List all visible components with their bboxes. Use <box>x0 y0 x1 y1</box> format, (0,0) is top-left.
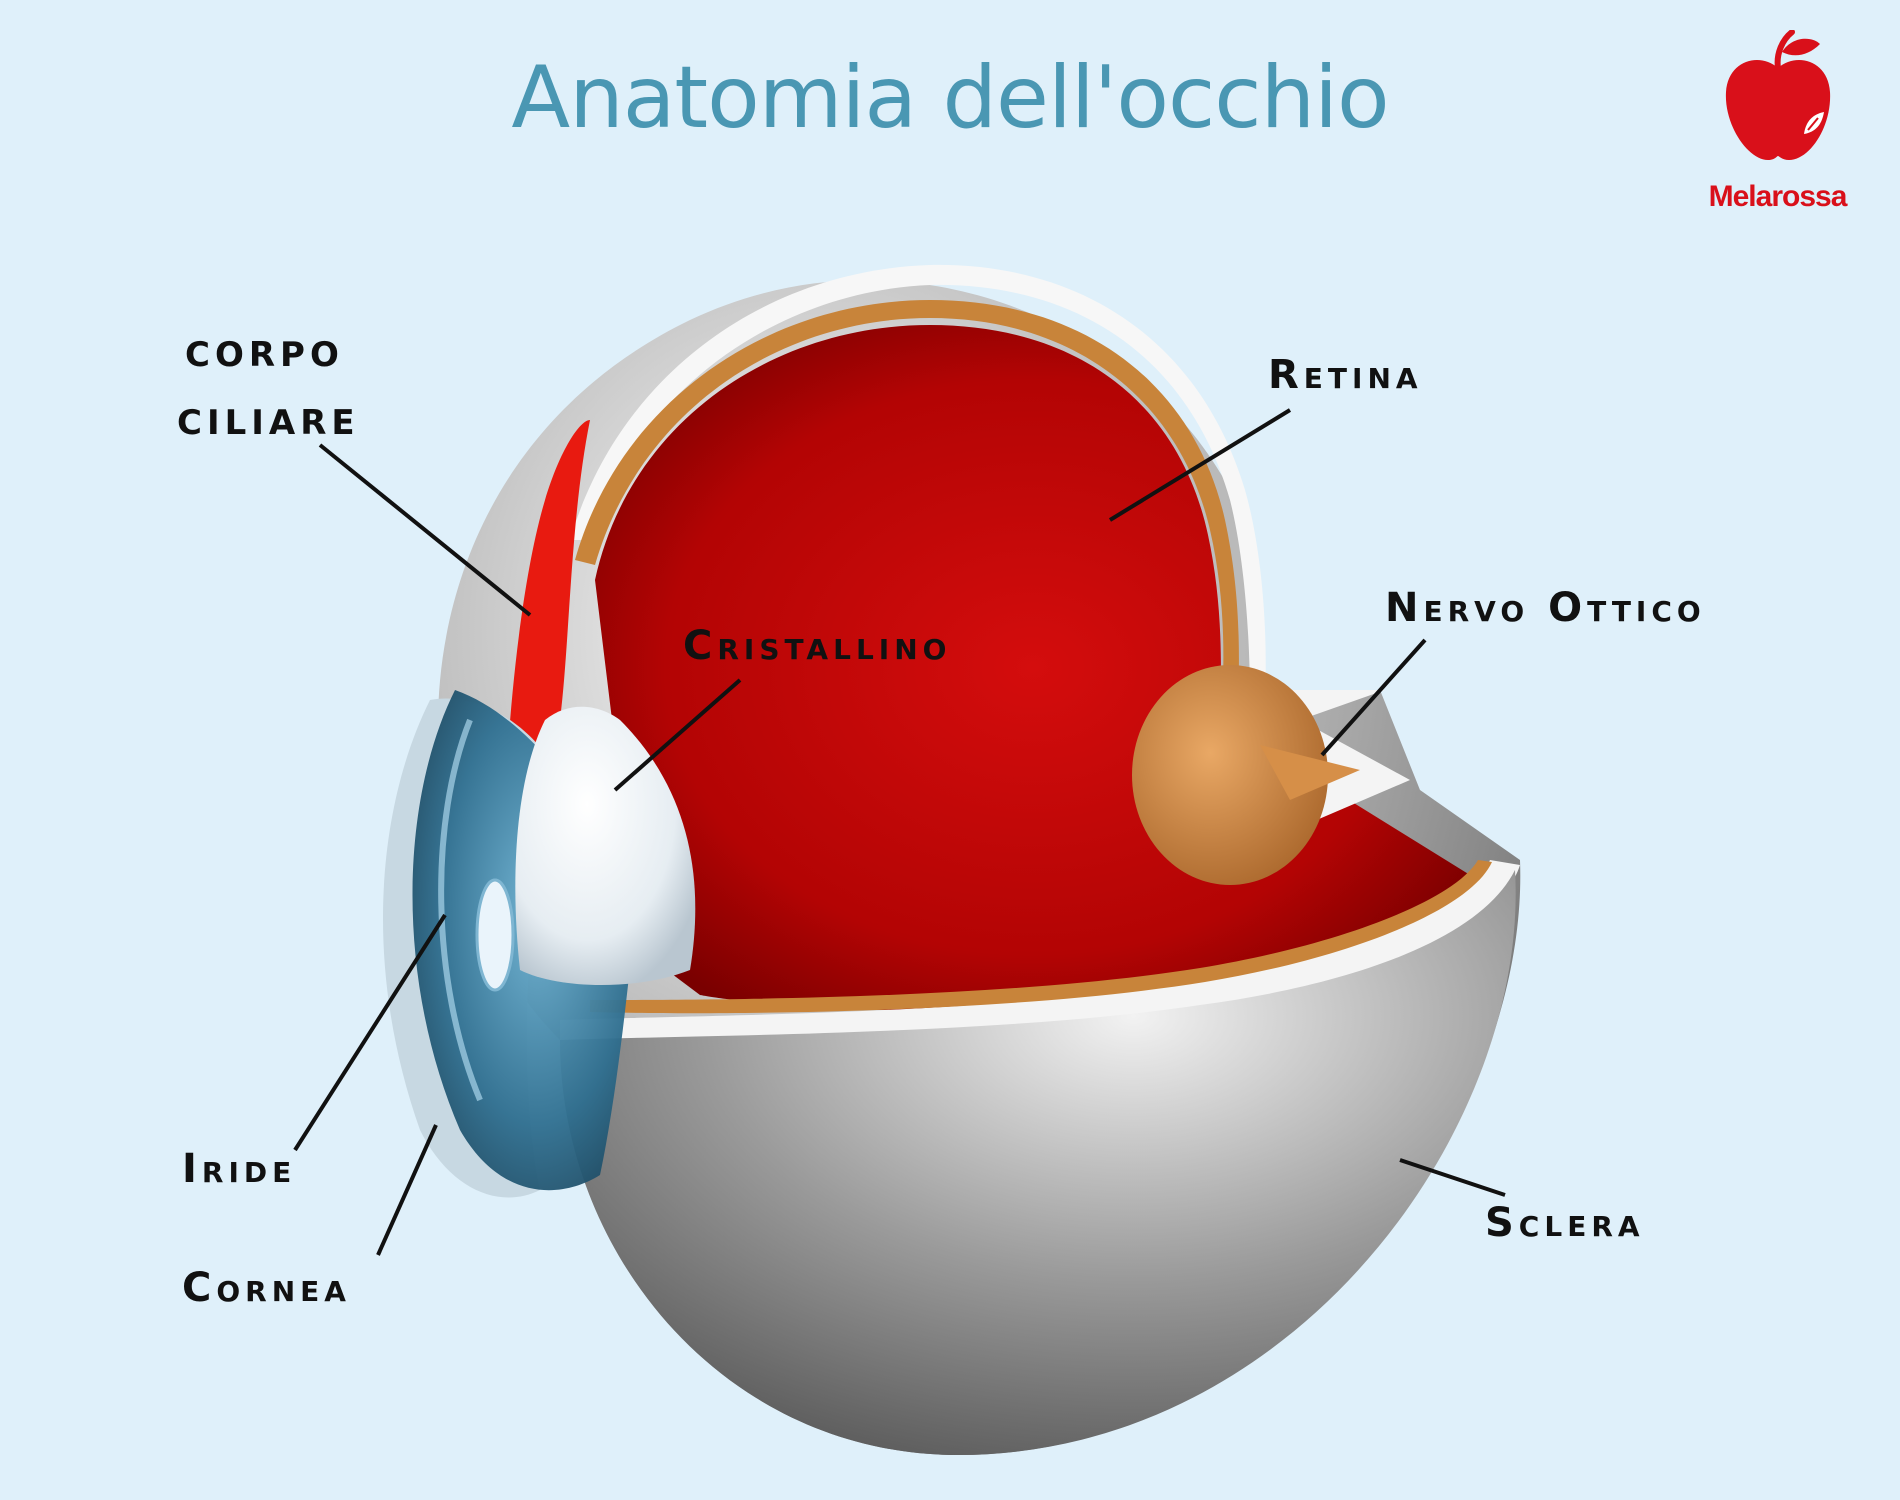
lens <box>515 706 696 985</box>
label-retina: Retina <box>1268 352 1423 398</box>
leader-cristallino <box>613 678 742 792</box>
brand-name: Melarossa <box>1708 180 1848 213</box>
lower-rim <box>560 860 1520 1040</box>
label-cristallino: Cristallino <box>683 623 952 669</box>
leader-cornea <box>376 1124 438 1256</box>
leader-retina <box>1108 408 1292 522</box>
sclera-front <box>560 870 1516 1456</box>
label-nervo-ottico: Nervo Ottico <box>1385 585 1706 631</box>
label-sclera: Sclera <box>1485 1200 1645 1246</box>
label-corpo: corpo <box>185 335 344 375</box>
apple-icon <box>1725 30 1831 160</box>
page-title: Anatomia dell'occhio <box>511 48 1389 148</box>
brand-logo[interactable]: Melarossa <box>1690 30 1865 220</box>
leader-sclera <box>1399 1158 1506 1197</box>
leader-lines <box>293 408 1506 1256</box>
optic-nerve <box>1132 665 1410 885</box>
leader-nervo <box>1320 638 1427 757</box>
leader-iride <box>293 913 447 1152</box>
label-cornea: Cornea <box>182 1265 351 1311</box>
label-ciliare: ciliare <box>177 403 360 443</box>
leader-ciliare <box>318 443 532 617</box>
label-iride: Iride <box>182 1146 297 1192</box>
